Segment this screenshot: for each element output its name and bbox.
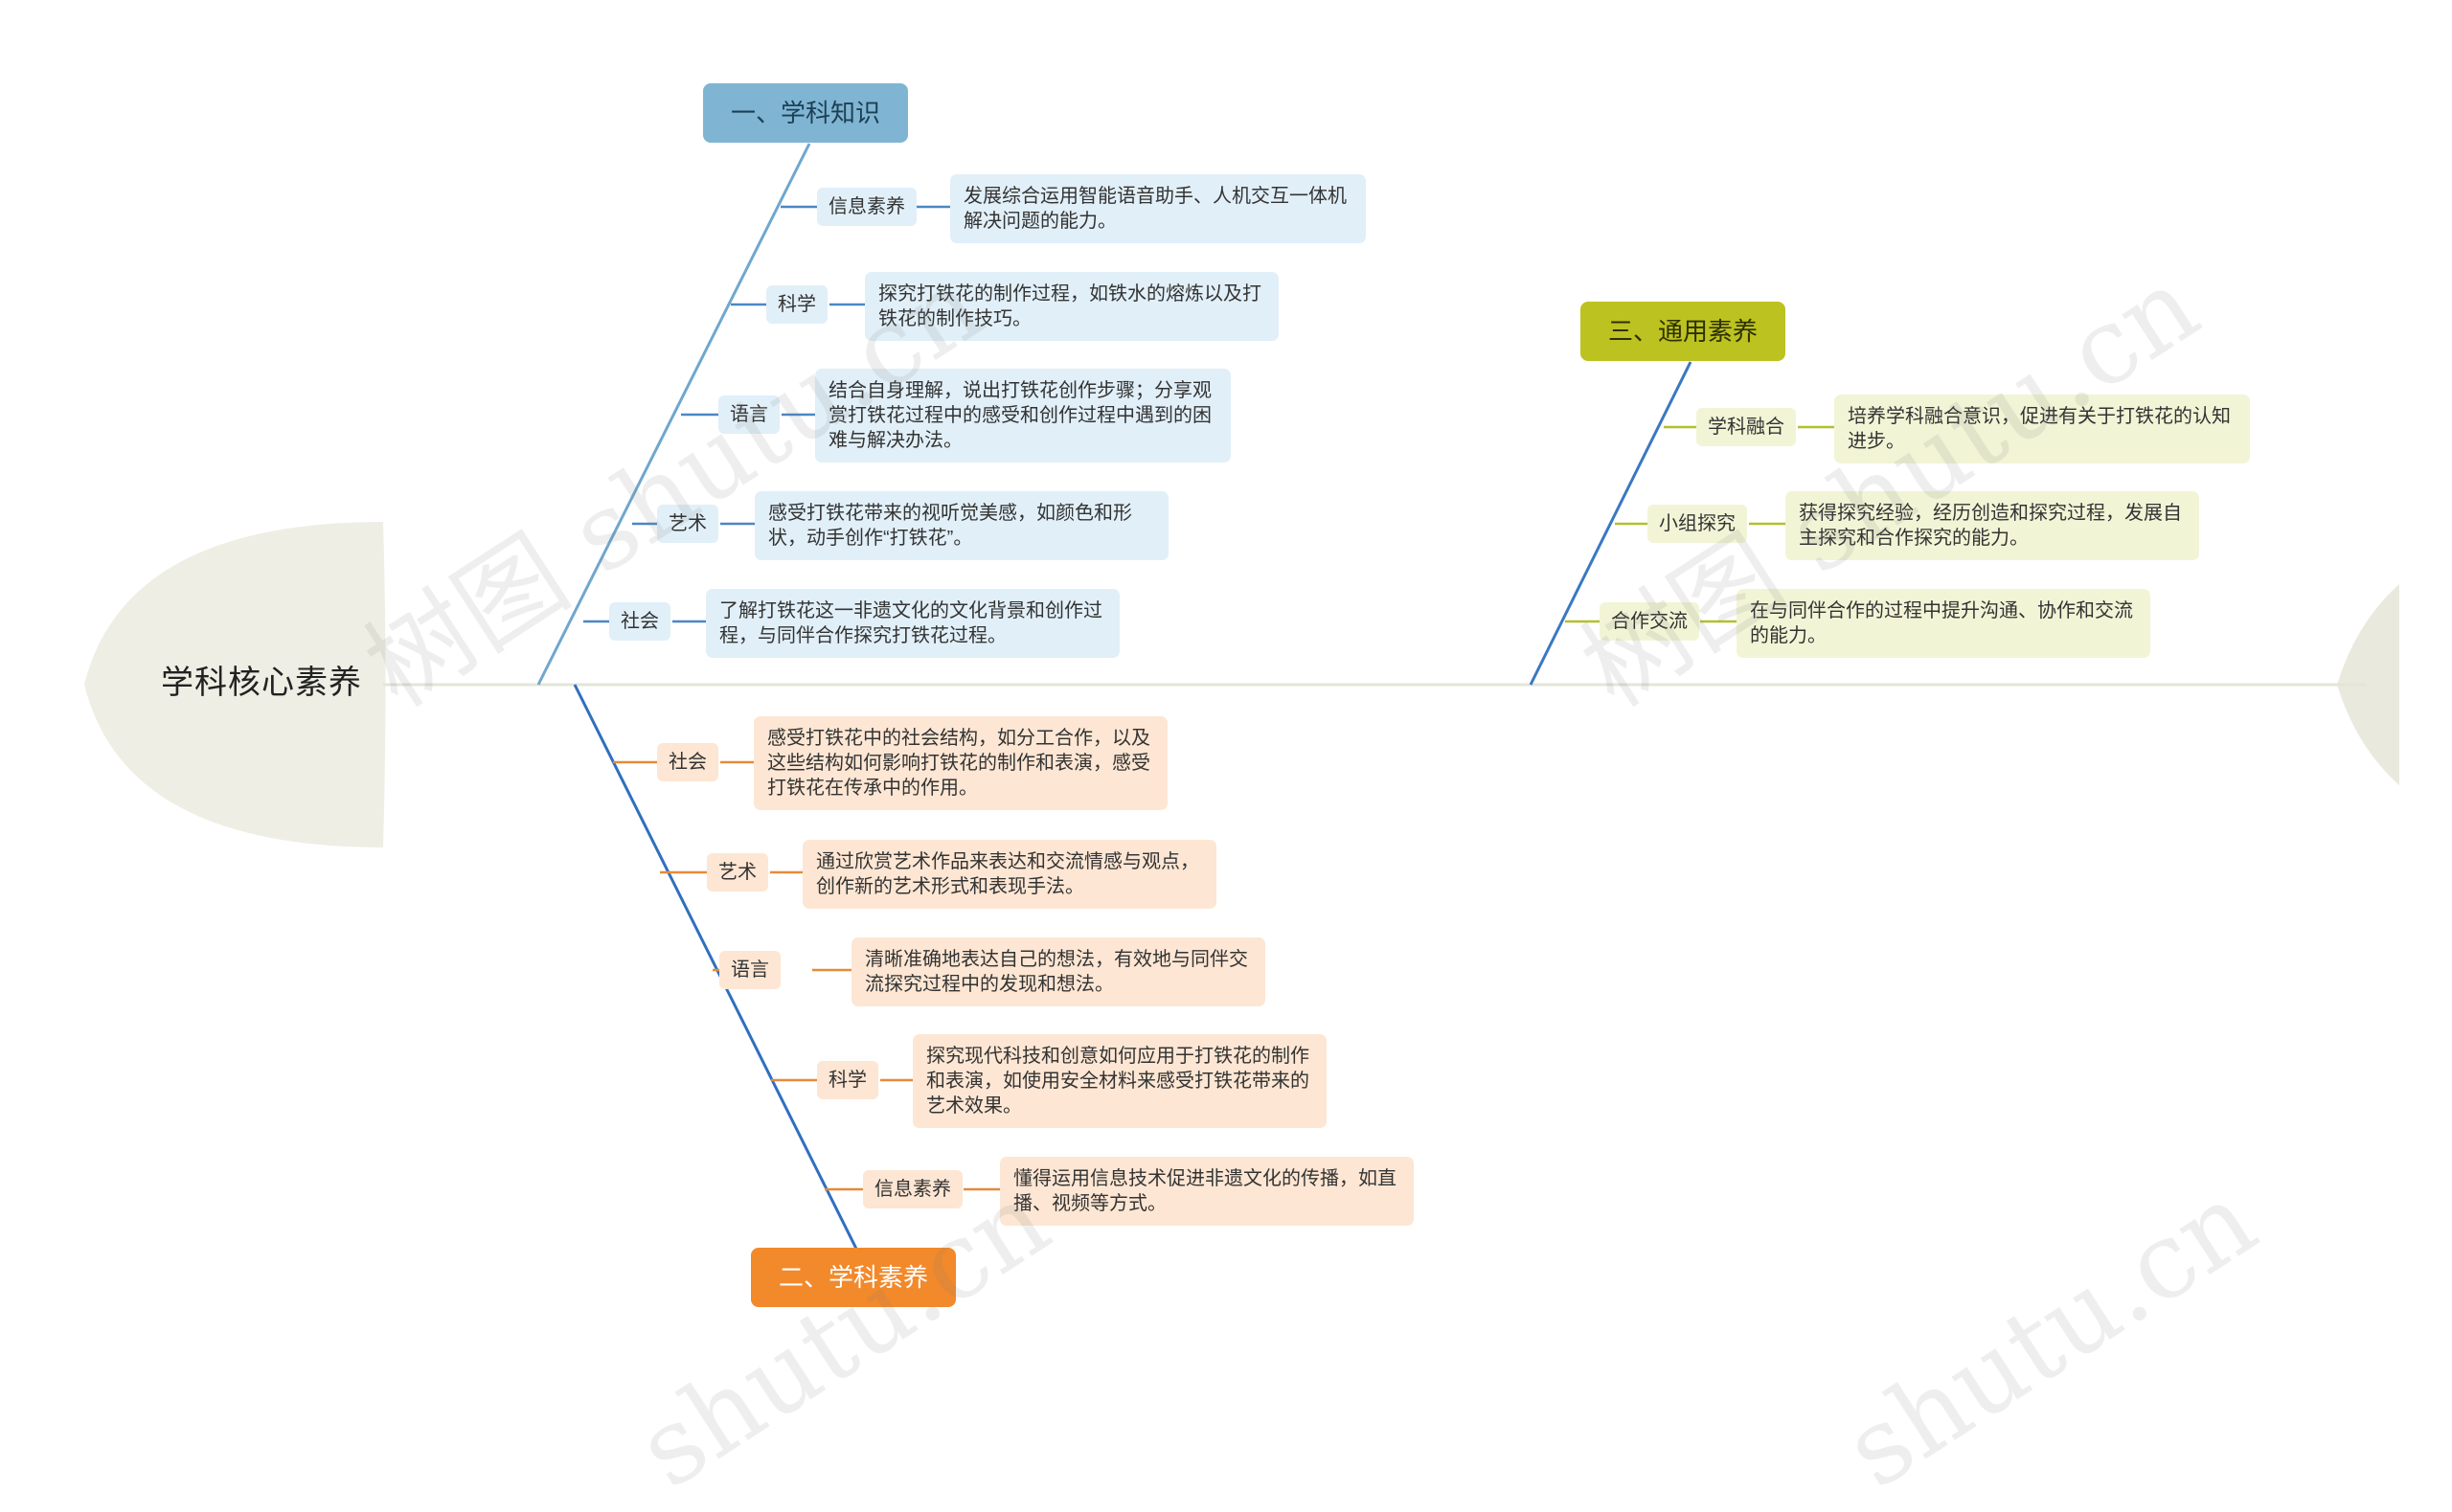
knowledge-text-language[interactable]: 结合自身理解，说出打铁花创作步骤；分享观赏打铁花过程中的感受和创作过程中遇到的困… bbox=[815, 369, 1231, 463]
knowledge-text-info[interactable]: 发展综合运用智能语音助手、人机交互一体机解决问题的能力。 bbox=[950, 174, 1366, 243]
literacy-text-language[interactable]: 清晰准确地表达自己的想法，有效地与同伴交流探究过程中的发现和想法。 bbox=[851, 937, 1265, 1006]
literacy-tag-language[interactable]: 语言 bbox=[719, 951, 781, 989]
general-tag-group[interactable]: 小组探究 bbox=[1647, 505, 1747, 543]
literacy-text-society[interactable]: 感受打铁花中的社会结构，如分工合作，以及这些结构如何影响打铁花的制作和表演，感受… bbox=[754, 716, 1168, 810]
knowledge-text-society[interactable]: 了解打铁花这一非遗文化的文化背景和创作过程，与同伴合作探究打铁花过程。 bbox=[706, 589, 1120, 658]
fish-head-shape bbox=[84, 522, 386, 847]
knowledge-tag-info[interactable]: 信息素养 bbox=[817, 188, 917, 226]
literacy-tag-art[interactable]: 艺术 bbox=[707, 853, 768, 891]
branch-knowledge-title[interactable]: 一、学科知识 bbox=[703, 83, 908, 143]
knowledge-text-science[interactable]: 探究打铁花的制作过程，如铁水的熔炼以及打铁花的制作技巧。 bbox=[865, 272, 1279, 341]
general-text-group[interactable]: 获得探究经验，经历创造和探究过程，发展自主探究和合作探究的能力。 bbox=[1785, 491, 2199, 560]
general-tag-integration[interactable]: 学科融合 bbox=[1696, 408, 1796, 446]
branch-general-line bbox=[1529, 361, 1692, 686]
fishbone-diagram: 学科核心素养 一、学科知识 二、学科素养 三、通用素养 信息素养 发展综合运用智… bbox=[84, 83, 2399, 1512]
connector-lines bbox=[84, 143, 2399, 1255]
fish-tail-shape bbox=[2337, 584, 2399, 785]
general-tag-cooperation[interactable]: 合作交流 bbox=[1600, 602, 1699, 641]
literacy-text-science[interactable]: 探究现代科技和创意如何应用于打铁花的制作和表演，如使用安全材料来感受打铁花带来的… bbox=[913, 1034, 1327, 1128]
general-text-cooperation[interactable]: 在与同伴合作的过程中提升沟通、协作和交流的能力。 bbox=[1737, 589, 2150, 658]
branch-general-title[interactable]: 三、通用素养 bbox=[1580, 302, 1785, 361]
knowledge-text-art[interactable]: 感受打铁花带来的视听觉美感，如颜色和形状，动手创作“打铁花”。 bbox=[755, 491, 1169, 560]
knowledge-tag-science[interactable]: 科学 bbox=[766, 285, 828, 324]
branch-knowledge-sublines bbox=[583, 205, 950, 623]
literacy-tag-society[interactable]: 社会 bbox=[657, 743, 718, 781]
branch-literacy-sublines bbox=[613, 760, 1000, 1191]
branch-literacy-title[interactable]: 二、学科素养 bbox=[751, 1248, 956, 1307]
literacy-text-info[interactable]: 懂得运用信息技术促进非遗文化的传播，如直播、视频等方式。 bbox=[1000, 1157, 1414, 1226]
knowledge-tag-language[interactable]: 语言 bbox=[718, 395, 780, 434]
branch-general-sublines bbox=[1565, 425, 1834, 623]
root-label: 学科核心素养 bbox=[161, 665, 362, 701]
knowledge-tag-art[interactable]: 艺术 bbox=[657, 505, 718, 543]
branch-knowledge-line bbox=[536, 143, 811, 686]
literacy-tag-science[interactable]: 科学 bbox=[817, 1061, 878, 1099]
general-text-integration[interactable]: 培养学科融合意识，促进有关于打铁花的认知进步。 bbox=[1834, 395, 2250, 463]
knowledge-tag-society[interactable]: 社会 bbox=[609, 602, 670, 641]
literacy-text-art[interactable]: 通过欣赏艺术作品来表达和交流情感与观点，创作新的艺术形式和表现手法。 bbox=[803, 840, 1216, 909]
literacy-tag-info[interactable]: 信息素养 bbox=[863, 1170, 963, 1208]
